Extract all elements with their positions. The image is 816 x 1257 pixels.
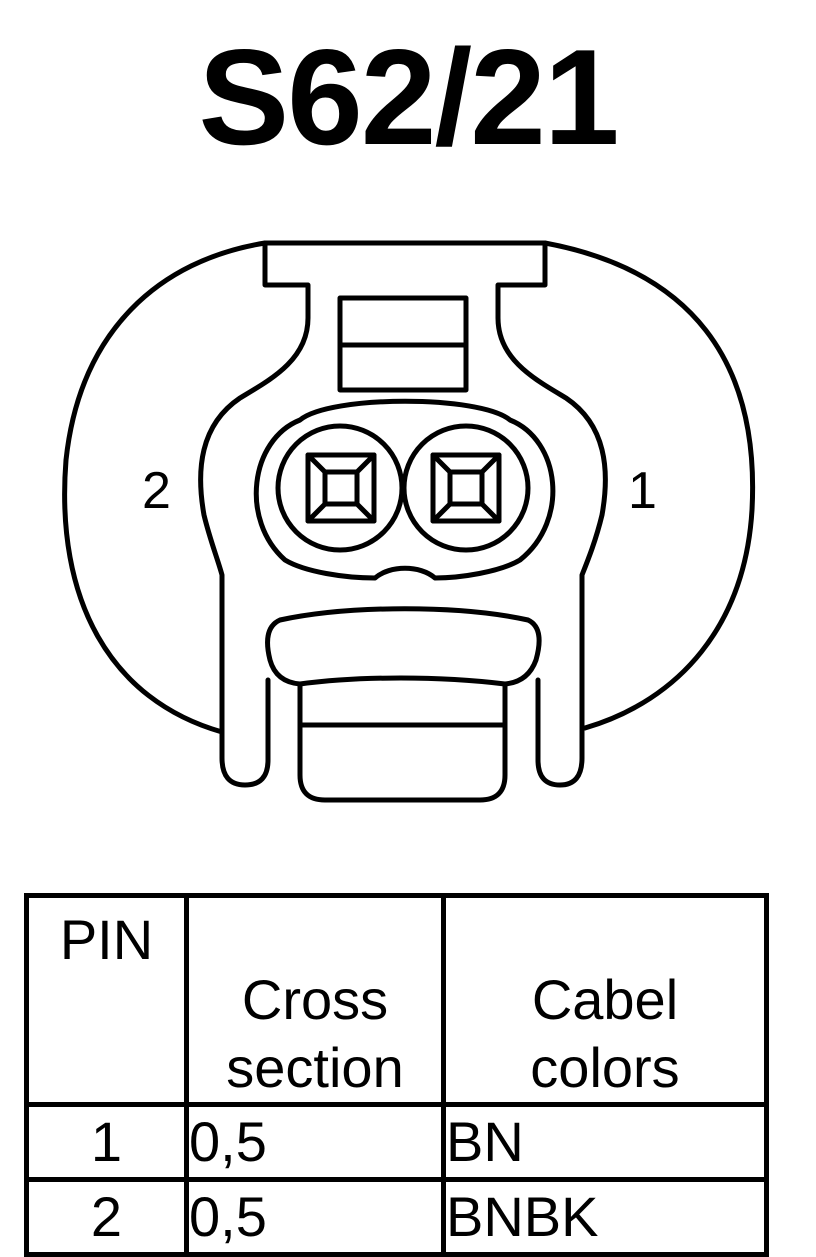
header-cross-section-text: Cross section bbox=[226, 968, 404, 1099]
pin-assignment-table: PIN Cross section Cabel colors 1 0,5 BN … bbox=[24, 893, 769, 1257]
pin-1-terminal bbox=[430, 452, 502, 524]
header-cable-colors: Cabel colors bbox=[441, 893, 769, 1107]
header-pin: PIN bbox=[24, 893, 189, 1107]
pin-2-terminal bbox=[305, 452, 377, 524]
table-row: 1 0,5 BN bbox=[24, 1102, 769, 1182]
pin-2-circle bbox=[275, 423, 405, 553]
lower-latch-bar bbox=[265, 606, 542, 687]
latch-tab bbox=[198, 240, 311, 788]
connector-housing-outline bbox=[62, 240, 756, 735]
connector-diagram: 2 1 bbox=[62, 240, 756, 803]
row-1-color: BN bbox=[441, 1102, 769, 1182]
table-header-row: PIN Cross section Cabel colors bbox=[24, 893, 769, 1107]
pin-1-label: 1 bbox=[628, 462, 657, 520]
header-cross-section: Cross section bbox=[184, 893, 446, 1107]
table-row: 2 0,5 BNBK bbox=[24, 1177, 769, 1257]
pin-2-label: 2 bbox=[142, 462, 171, 520]
connector-title: S62/21 bbox=[198, 21, 619, 173]
bottom-tab bbox=[297, 681, 508, 803]
row-2-cross-section: 0,5 bbox=[184, 1177, 446, 1257]
row-2-color: BNBK bbox=[441, 1177, 769, 1257]
header-pin-text: PIN bbox=[59, 908, 154, 971]
pin-1-circle bbox=[401, 423, 531, 553]
row-1-cross-section: 0,5 bbox=[184, 1102, 446, 1182]
row-2-pin: 2 bbox=[24, 1177, 189, 1257]
header-cable-colors-text: Cabel colors bbox=[530, 968, 680, 1099]
row-1-pin: 1 bbox=[24, 1102, 189, 1182]
pin-housing bbox=[253, 398, 556, 581]
